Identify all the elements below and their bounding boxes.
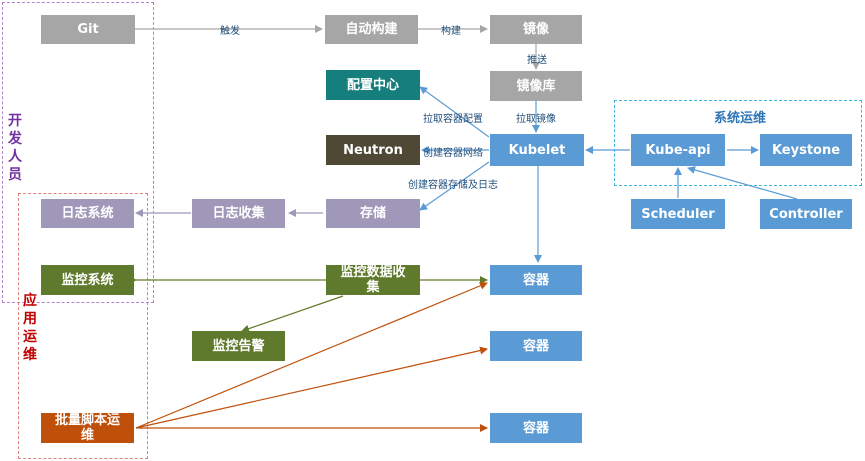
- keystone-node: Keystone: [760, 134, 852, 166]
- storage-node: 存储: [326, 199, 420, 228]
- edge-label-pull-config: 拉取容器配置: [423, 114, 483, 125]
- edge-monitorcollect-alert: [241, 295, 344, 333]
- log-system-node: 日志系统: [41, 199, 134, 228]
- app-ops-group-frame: [18, 193, 148, 459]
- monitor-alert-node: 监控告警: [192, 331, 285, 361]
- container-node-1: 容器: [490, 265, 582, 295]
- config-center-node: 配置中心: [326, 70, 420, 100]
- sys-ops-group-label: 系统运维: [713, 111, 766, 126]
- kubelet-node: Kubelet: [490, 134, 584, 166]
- monitor-system-node: 监控系统: [41, 265, 134, 295]
- app-ops-group-label: 应用运维: [23, 293, 37, 363]
- kube-api-node: Kube-api: [631, 134, 725, 166]
- edge-label-create-network: 创建容器网络: [423, 148, 483, 159]
- registry-node: 镜像库: [490, 71, 582, 101]
- edge-label-create-storage: 创建容器存储及日志: [408, 180, 498, 191]
- edge-kubelet-config: [419, 86, 490, 138]
- developers-group-label: 开发人员: [8, 113, 22, 183]
- container-node-2: 容器: [490, 331, 582, 361]
- monitor-collect-node: 监控数据收集: [326, 265, 420, 295]
- sys-ops-group-frame: [614, 100, 862, 186]
- git-node: Git: [41, 15, 135, 44]
- scheduler-node: Scheduler: [631, 199, 725, 229]
- developers-group-frame: [2, 2, 154, 303]
- edge-label-build: 构建: [441, 26, 461, 37]
- edge-batch-container1: [135, 281, 488, 429]
- edge-label-trigger: 触发: [220, 26, 240, 37]
- edge-controller-kubeapi: [687, 166, 798, 200]
- edge-label-pull-image: 拉取镜像: [516, 114, 556, 125]
- image-node: 镜像: [490, 15, 582, 44]
- edge-label-push: 推送: [527, 55, 547, 66]
- batch-script-node: 批量脚本运维: [41, 413, 134, 443]
- controller-node: Controller: [760, 199, 852, 229]
- container-node-3: 容器: [490, 413, 582, 443]
- auto-build-node: 自动构建: [325, 15, 418, 44]
- log-collect-node: 日志收集: [192, 199, 285, 228]
- edge-kubelet-storage: [419, 161, 490, 211]
- neutron-node: Neutron: [326, 135, 420, 165]
- edge-batch-container2: [135, 346, 488, 429]
